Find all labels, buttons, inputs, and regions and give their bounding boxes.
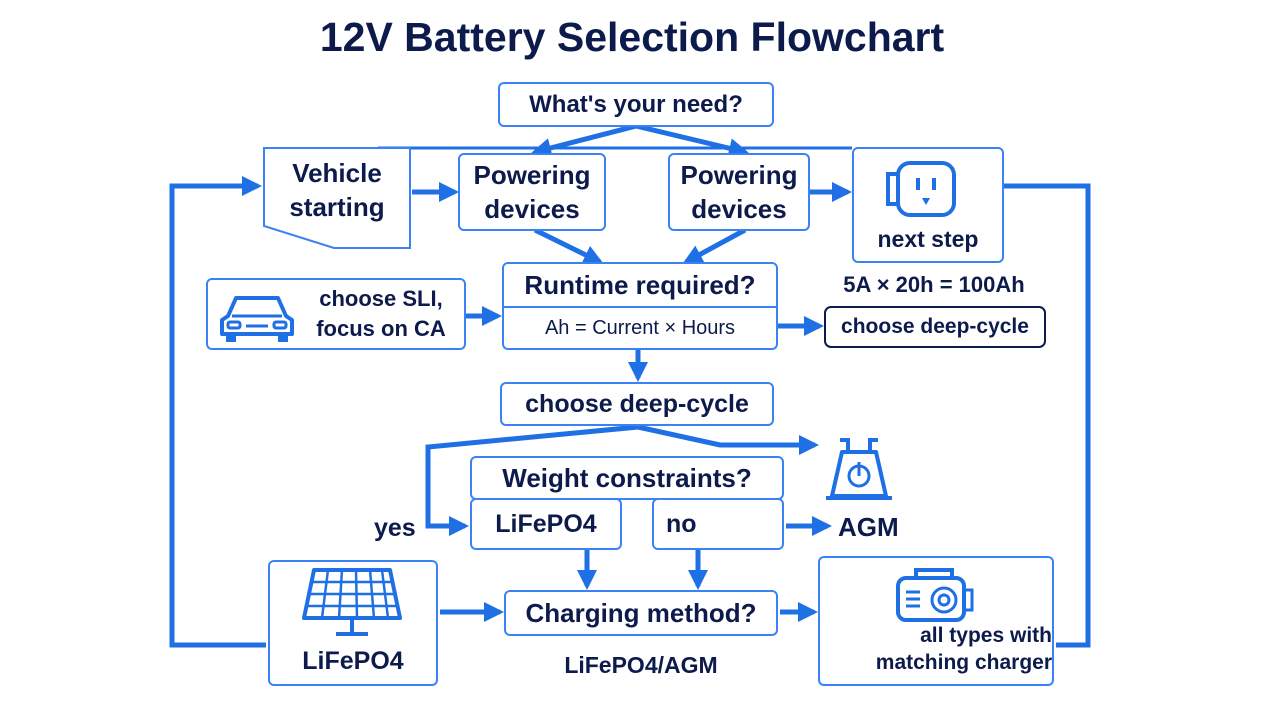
sli-text: choose SLI, focus on CA	[300, 284, 462, 344]
next-step-label: next step	[877, 226, 979, 252]
powering-right-line-1: Powering	[680, 160, 798, 190]
vehicle-line-2: starting	[289, 192, 385, 222]
runtime-node: Runtime required? Ah = Current × Hours	[502, 262, 778, 350]
powering-left-line-2: devices	[484, 194, 580, 224]
need-node: What's your need?	[498, 82, 774, 127]
charging-method-label: Charging method?	[525, 597, 757, 628]
weight-no-option-label: no	[666, 509, 697, 538]
solar-label: LiFePO4	[302, 647, 404, 675]
powering-right-line-2: devices	[691, 194, 787, 224]
charging-method-node: Charging method?	[504, 590, 778, 636]
car-icon	[220, 296, 294, 342]
weight-no-option: no	[652, 498, 784, 550]
runtime-title: Runtime required?	[504, 264, 776, 308]
deep-cycle-center-label: choose deep-cycle	[525, 389, 749, 418]
powering-devices-left-node: Powering devices	[458, 153, 606, 231]
battery-charger-icon	[896, 568, 974, 622]
vehicle-line-1: Vehicle	[292, 158, 382, 188]
choose-sli-node	[206, 278, 466, 350]
powering-devices-right-node: Powering devices	[668, 153, 810, 231]
charger-line-2: matching charger	[875, 651, 1052, 674]
deep-cycle-right-node: choose deep-cycle	[824, 306, 1046, 348]
outlet-icon	[886, 161, 956, 217]
sli-line-2: focus on CA	[316, 316, 446, 341]
agm-label: AGM	[838, 512, 899, 542]
need-label: What's your need?	[529, 90, 743, 118]
vehicle-node-shape	[263, 147, 411, 249]
deep-cycle-right-label: choose deep-cycle	[841, 315, 1029, 338]
weight-constraints-label: Weight constraints?	[502, 462, 752, 493]
yes-label: yes	[374, 514, 416, 542]
weight-yes-option: LiFePO4	[470, 498, 622, 550]
page-title: 12V Battery Selection Flowchart	[319, 14, 945, 60]
solar-panel-icon	[302, 568, 402, 636]
sli-line-1: choose SLI,	[319, 286, 443, 311]
scale-weight-icon	[826, 438, 892, 500]
runtime-example: 5A × 20h = 100Ah	[843, 272, 1025, 297]
weight-constraints-node: Weight constraints?	[470, 456, 784, 500]
powering-left-line-1: Powering	[473, 160, 591, 190]
weight-yes-option-label: LiFePO4	[495, 509, 597, 538]
charger-line-1: all types with	[920, 624, 1052, 647]
runtime-formula: Ah = Current × Hours	[544, 317, 736, 339]
next-step-node: next step	[852, 147, 1004, 263]
charging-options-label: LiFePO4/AGM	[564, 652, 718, 678]
deep-cycle-center-node: choose deep-cycle	[500, 382, 774, 426]
vehicle-starting-node: Vehicle starting	[262, 146, 412, 250]
